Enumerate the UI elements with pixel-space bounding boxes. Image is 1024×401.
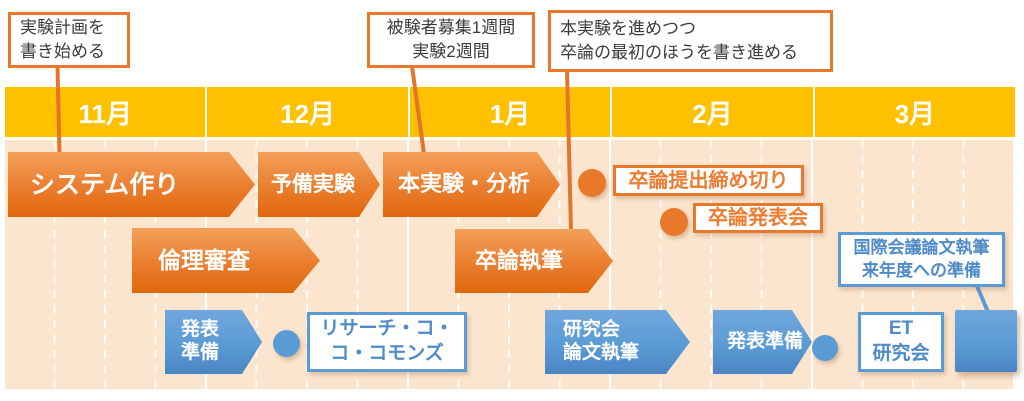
task-arrow-presentation-prep-1: 発表 準備 (165, 310, 262, 374)
event-text: 国際会議論文執筆 (853, 238, 990, 258)
task-label: 倫理審査 (158, 246, 250, 273)
milestone-text: 卒論提出締め切り (628, 169, 789, 192)
task-arrow-presentation-prep-2: 発表準備 (713, 310, 812, 374)
task-label: 本実験・分析 (398, 171, 531, 197)
month-header: 11月 12月 1月 2月 3月 (5, 87, 1016, 137)
event-box-intl-conference: 国際会議論文執筆 来年度への準備 (838, 232, 1005, 287)
task-label-line: 発表 (181, 319, 220, 341)
task-label: 研究会 論文執筆 (563, 319, 639, 365)
task-arrow-ethics-review: 倫理審査 (132, 228, 320, 293)
callout-line: 実験2週間 (412, 42, 490, 61)
callout-line: 実験計画を (20, 18, 105, 38)
task-label-line: 論文執筆 (563, 342, 640, 363)
task-arrow-workshop-paper: 研究会 論文執筆 (545, 310, 690, 374)
month-cell-january: 1月 (409, 87, 611, 137)
callout-main-experiment-note: 本実験を進めつつ 卒論の最初のほうを書き進める (548, 10, 833, 72)
month-cell-february: 2月 (612, 87, 813, 137)
event-box-et-workshop: ET 研究会 (858, 312, 944, 372)
task-label: 発表 準備 (181, 319, 219, 365)
event-text: リサーチ・コ・ (320, 318, 454, 340)
callout-line: 書き始める (20, 42, 105, 61)
event-text: 来年度への準備 (862, 260, 981, 280)
milestone-dot-icon (660, 208, 688, 236)
event-text: 研究会 (872, 343, 930, 364)
milestone-dot-icon (812, 335, 838, 361)
event-text: ET (888, 318, 914, 340)
task-arrow-main-experiment-analysis: 本実験・分析 (383, 152, 560, 217)
callout-recruitment-schedule: 被験者募集1週間 実験2週間 (367, 12, 535, 68)
task-arrow-pre-experiment: 予備実験 (258, 152, 380, 217)
event-box-research-co-commons: リサーチ・コ・ コ・コモンズ (307, 312, 467, 372)
milestone-dot-icon (578, 169, 606, 197)
task-label: 予備実験 (271, 172, 355, 196)
milestone-label-thesis-presentation: 卒論発表会 (693, 203, 823, 233)
task-arrow-system-build: システム作り (8, 152, 255, 217)
callout-experiment-plan: 実験計画を 書き始める (8, 12, 130, 68)
task-label: システム作り (30, 170, 180, 199)
task-bar-march-prep (955, 310, 1017, 372)
task-label-line: 準備 (181, 342, 220, 363)
task-label: 卒論執筆 (475, 247, 564, 273)
callout-line: 被験者募集1週間 (386, 18, 516, 38)
month-cell-december: 12月 (207, 87, 408, 137)
callout-line: 本実験を進めつつ (560, 19, 696, 39)
task-label-line: 研究会 (563, 319, 621, 341)
milestone-label-thesis-deadline: 卒論提出締め切り (613, 165, 804, 196)
milestone-dot-icon (273, 330, 300, 357)
event-text: コ・コモンズ (330, 343, 444, 364)
milestone-text: 卒論発表会 (708, 207, 808, 229)
task-arrow-thesis-writing: 卒論執筆 (455, 229, 613, 293)
callout-line: 卒論の最初のほうを書き進める (560, 43, 798, 62)
month-cell-march: 3月 (814, 87, 1016, 137)
month-cell-november: 11月 (5, 87, 206, 137)
task-label: 発表準備 (727, 330, 804, 352)
